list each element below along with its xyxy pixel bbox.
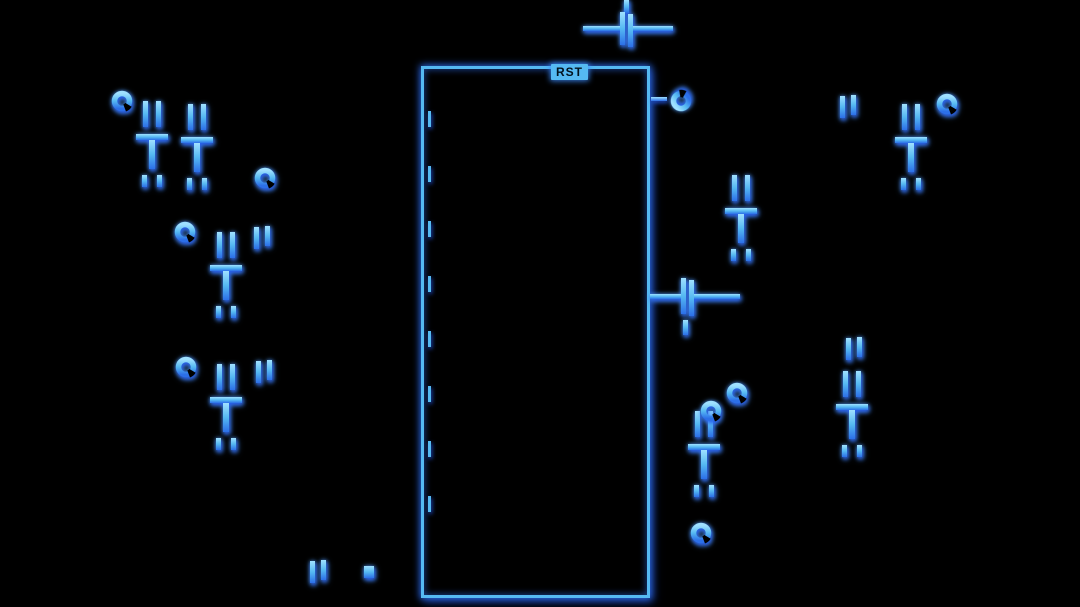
pad-dot-icon[interactable] bbox=[364, 566, 374, 578]
pad-tick-icon[interactable] bbox=[838, 95, 860, 121]
pin-rst-label: RST bbox=[556, 65, 583, 79]
via-icon[interactable] bbox=[935, 92, 959, 116]
capacitor-icon[interactable] bbox=[204, 232, 248, 328]
capacitor-icon[interactable] bbox=[889, 104, 933, 200]
pad-tick-icon[interactable] bbox=[308, 560, 330, 586]
via-icon[interactable] bbox=[174, 355, 198, 379]
via-icon[interactable] bbox=[253, 166, 277, 190]
capacitor-icon[interactable] bbox=[719, 175, 763, 271]
capacitor-icon[interactable] bbox=[204, 364, 248, 460]
pin-stub-right bbox=[651, 97, 667, 101]
capacitor-icon[interactable] bbox=[682, 411, 726, 507]
chip-outline[interactable] bbox=[421, 66, 650, 598]
capacitor-horizontal-icon[interactable] bbox=[650, 278, 740, 338]
via-icon[interactable] bbox=[725, 381, 749, 405]
pad-tick-icon[interactable] bbox=[252, 226, 274, 252]
pad-tick-icon[interactable] bbox=[254, 360, 276, 386]
via-icon[interactable] bbox=[689, 521, 713, 545]
via-icon[interactable] bbox=[110, 89, 134, 113]
capacitor-icon[interactable] bbox=[175, 104, 219, 200]
capacitor-icon[interactable] bbox=[130, 101, 174, 197]
via-icon[interactable] bbox=[699, 399, 723, 423]
pad-tick-icon[interactable] bbox=[844, 337, 866, 363]
via-icon[interactable] bbox=[669, 89, 693, 113]
capacitor-horizontal-icon[interactable] bbox=[583, 0, 673, 56]
pin-rst[interactable]: RST bbox=[551, 64, 588, 80]
capacitor-icon[interactable] bbox=[830, 371, 874, 467]
via-icon[interactable] bbox=[173, 220, 197, 244]
pin-dashes-left bbox=[428, 111, 431, 518]
